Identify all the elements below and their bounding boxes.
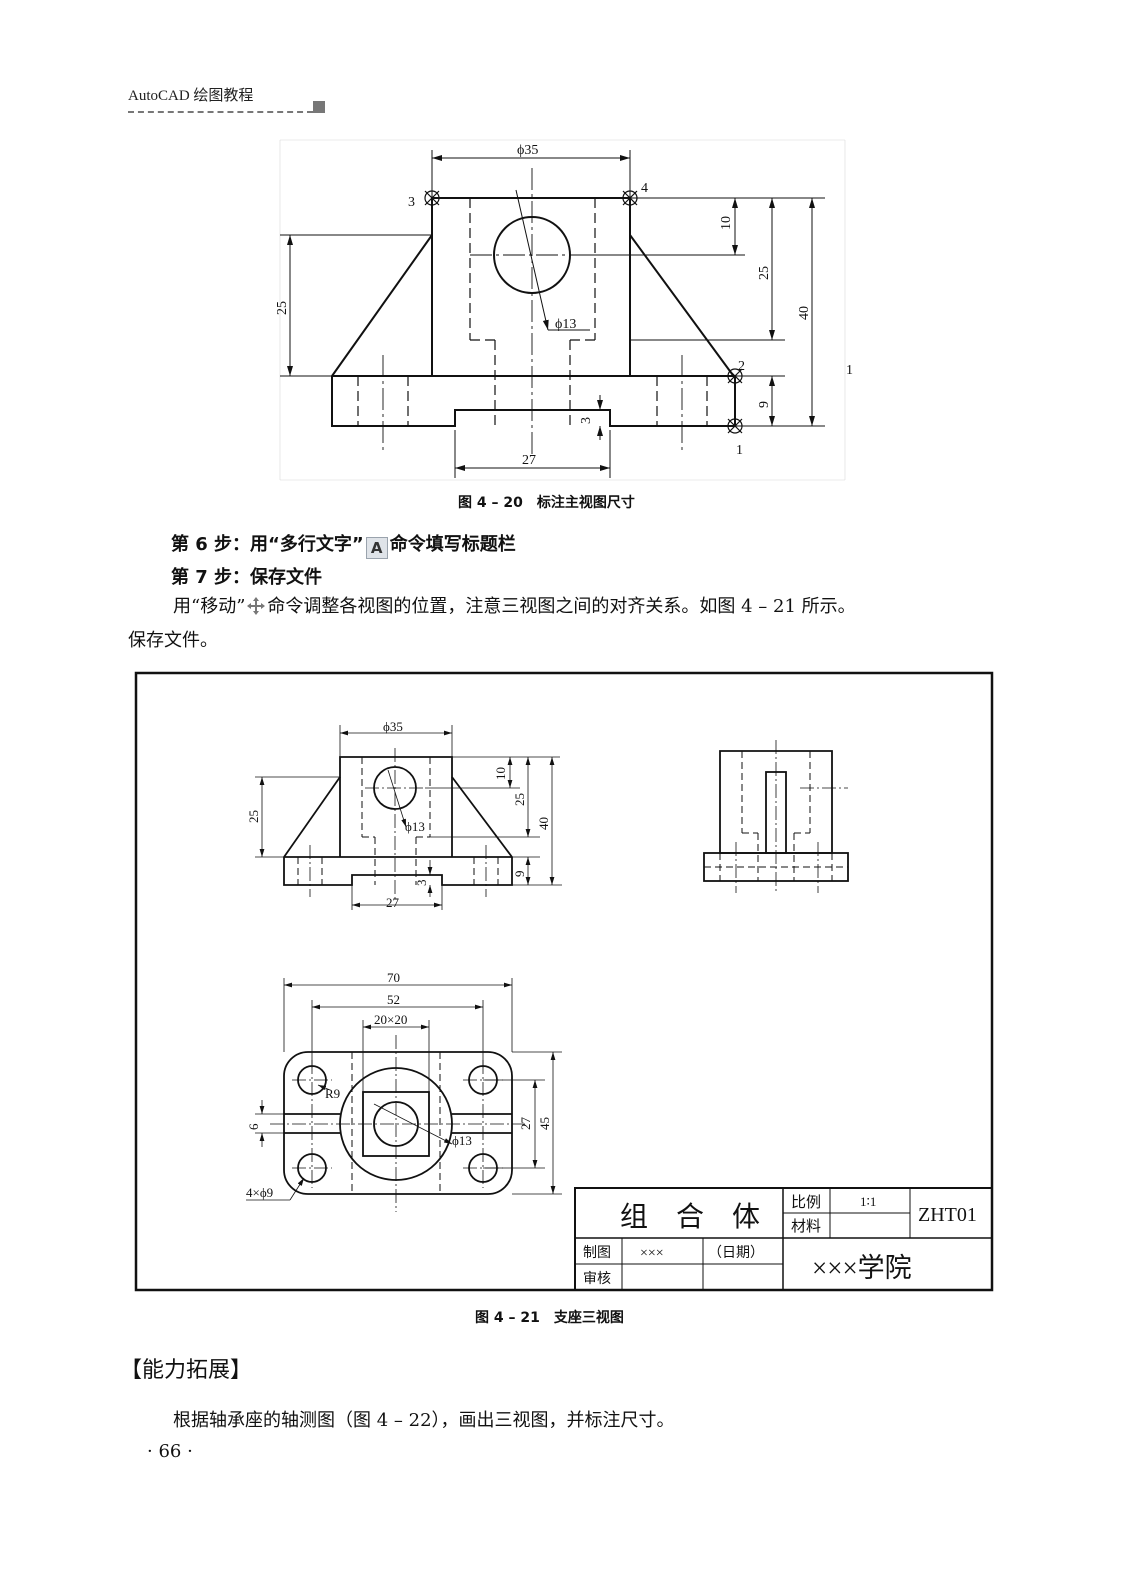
tb-scale-label: 比例 [791, 1194, 821, 1211]
f2-phi13: ϕ13 [405, 819, 425, 834]
f2-3: 3 [414, 880, 429, 887]
page-number: · 66 · [147, 1441, 193, 1462]
mtext-icon: A [365, 537, 388, 559]
tb-school: ×××学院 [812, 1253, 912, 1283]
f2-27: 27 [386, 895, 400, 910]
header-marker [313, 101, 325, 113]
hidden-lines [357, 198, 708, 426]
dim-9: 9 [757, 401, 772, 408]
dim-10: 10 [719, 216, 734, 230]
point-4: 4 [641, 181, 648, 196]
top-r9: R9 [325, 1086, 340, 1101]
step-6-text: 第 6 步：用“多行文字” [171, 534, 364, 555]
point-3: 3 [408, 195, 415, 210]
figure-4-21-caption: 图 4 – 21 支座三视图 [475, 1310, 624, 1326]
step-7: 第 7 步：保存文件 [171, 567, 323, 588]
tb-code: ZHT01 [918, 1204, 977, 1226]
dim-phi13: ϕ13 [555, 317, 576, 332]
f2-25: 25 [512, 793, 527, 806]
dim-3: 3 [579, 417, 594, 424]
front-view [283, 756, 513, 886]
dim-phi35: ϕ35 [517, 143, 538, 158]
para-part2: 命令调整各视图的位置，注意三视图之间的对齐关系。如图 4 – 21 所示。 [267, 596, 856, 617]
f2-10: 10 [493, 767, 508, 780]
side-label: 1 [846, 363, 853, 378]
instruction-paragraph: 用“移动” 命令调整各视图的位置，注意三视图之间的对齐关系。如图 4 – 21 所… [128, 590, 1008, 658]
dim-25-left: 25 [275, 301, 290, 315]
running-header: AutoCAD 绘图教程 [128, 88, 254, 104]
header-rule [128, 111, 313, 113]
top-20x20: 20×20 [374, 1012, 407, 1027]
dim-25-right: 25 [757, 266, 772, 280]
cad-grid [279, 139, 846, 481]
top-phi13: ϕ13 [452, 1133, 472, 1148]
tb-drawn-value: ××× [640, 1246, 664, 1261]
point-1: 1 [736, 443, 743, 458]
title-block [574, 1187, 993, 1291]
top-70: 70 [387, 970, 400, 985]
top-45: 45 [537, 1117, 552, 1130]
osnap-markers [424, 190, 743, 434]
dimension-lines [280, 150, 825, 478]
tb-drawn-label: 制图 [583, 1245, 611, 1261]
f2-phi35: ϕ35 [383, 719, 403, 734]
top-52: 52 [387, 992, 400, 1007]
para-part3: 保存文件。 [128, 630, 218, 651]
para-part1: 用“移动” [173, 596, 246, 617]
tb-scale-value: 1∶1 [860, 1194, 876, 1209]
tb-name: 组 合 体 [620, 1201, 760, 1233]
f2-40: 40 [536, 817, 551, 830]
top-6: 6 [246, 1123, 261, 1130]
section-heading: 【能力拓展】 [120, 1358, 253, 1383]
tb-date: （日期） [708, 1245, 764, 1261]
point-2: 2 [738, 359, 745, 374]
drawing-border [134, 671, 994, 1292]
move-icon [247, 597, 266, 615]
figure-1-labels: ϕ35 10 25 40 25 ϕ13 9 3 27 3 4 2 1 1 [275, 143, 853, 468]
step-6-rest: 命令填写标题栏 [389, 534, 516, 555]
top-holes: 4×ϕ9 [246, 1185, 273, 1200]
dim-27: 27 [522, 453, 536, 468]
tb-material-label: 材料 [791, 1218, 821, 1235]
figure-4-20-caption: 图 4 – 20 标注主视图尺寸 [458, 495, 635, 511]
top-27: 27 [518, 1117, 533, 1131]
top-view [283, 1051, 513, 1195]
f2-9: 9 [512, 871, 527, 878]
dim-40: 40 [797, 306, 812, 320]
f2-25-left: 25 [246, 810, 261, 823]
tb-check-label: 审核 [583, 1271, 611, 1287]
exercise-text: 根据轴承座的轴测图（图 4 – 22），画出三视图，并标注尺寸。 [173, 1410, 675, 1431]
